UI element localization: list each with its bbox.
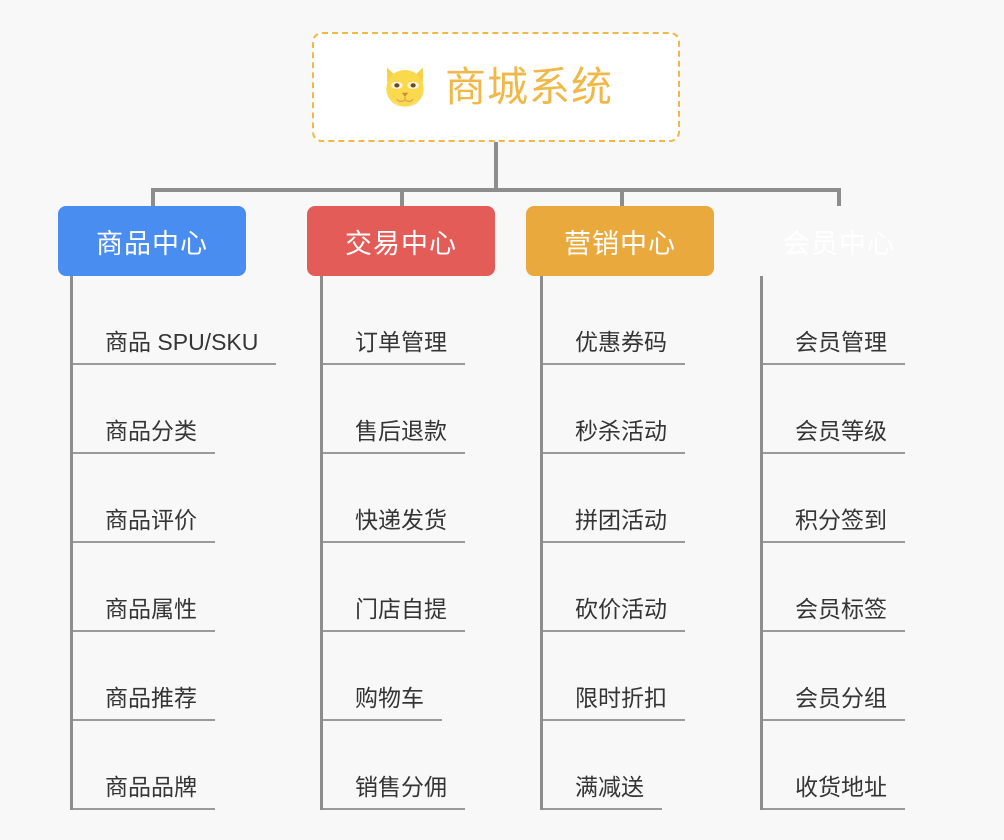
leaf-label: 优惠券码 (543, 329, 685, 365)
leaf-item[interactable]: 会员等级 (763, 365, 905, 454)
leaf-item[interactable]: 砍价活动 (543, 543, 685, 632)
category-box-4[interactable]: 会员中心 (745, 206, 933, 276)
leaf-item[interactable]: 商品分类 (73, 365, 276, 454)
leaf-item[interactable]: 商品品牌 (73, 721, 276, 810)
connector-horizontal-bus (151, 188, 839, 192)
leaf-item[interactable]: 订单管理 (323, 276, 465, 365)
leaf-label: 商品评价 (73, 507, 215, 543)
root-title: 商城系统 (445, 63, 613, 110)
branch-column-2: 订单管理 售后退款 快递发货 门店自提 购物车 销售分佣 (320, 276, 465, 810)
leaf-label: 收货地址 (763, 774, 905, 810)
leaf-label: 砍价活动 (543, 596, 685, 632)
leaf-item[interactable]: 购物车 (323, 632, 465, 721)
connector-drop-3 (620, 188, 624, 206)
leaf-item[interactable]: 门店自提 (323, 543, 465, 632)
leaf-item[interactable]: 商品 SPU/SKU (73, 276, 277, 365)
leaf-label: 会员管理 (763, 329, 905, 365)
shiba-dog-emoji (386, 67, 424, 109)
leaf-label: 会员分组 (763, 685, 905, 721)
branch-column-3: 优惠券码 秒杀活动 拼团活动 砍价活动 限时折扣 满减送 (540, 276, 685, 810)
category-box-2[interactable]: 交易中心 (307, 206, 495, 276)
leaf-item[interactable]: 限时折扣 (543, 632, 685, 721)
leaf-label: 商品属性 (73, 596, 215, 632)
leaf-item[interactable]: 售后退款 (323, 365, 465, 454)
leaf-label: 门店自提 (323, 596, 465, 632)
connector-drop-4 (837, 188, 841, 206)
branch-column-4: 会员管理 会员等级 积分签到 会员标签 会员分组 收货地址 (760, 276, 905, 810)
leaf-label: 会员标签 (763, 596, 905, 632)
leaf-item[interactable]: 秒杀活动 (543, 365, 685, 454)
leaf-item[interactable]: 满减送 (543, 721, 685, 810)
root-node[interactable]: 商城系统 (312, 32, 680, 142)
leaf-item[interactable]: 销售分佣 (323, 721, 465, 810)
leaf-label: 积分签到 (763, 507, 905, 543)
connector-root-stem (494, 142, 498, 190)
leaf-item[interactable]: 收货地址 (763, 721, 905, 810)
leaf-label: 会员等级 (763, 418, 905, 454)
leaf-label: 拼团活动 (543, 507, 685, 543)
leaf-item[interactable]: 快递发货 (323, 454, 465, 543)
leaf-item[interactable]: 会员分组 (763, 632, 905, 721)
branch-column-1: 商品 SPU/SKU 商品分类 商品评价 商品属性 商品推荐 商品品牌 (70, 276, 277, 810)
leaf-label: 商品分类 (73, 418, 215, 454)
leaf-label: 销售分佣 (323, 774, 465, 810)
leaf-item[interactable]: 拼团活动 (543, 454, 685, 543)
leaf-label: 售后退款 (323, 418, 465, 454)
leaf-item[interactable]: 优惠券码 (543, 276, 685, 365)
leaf-item[interactable]: 会员管理 (763, 276, 905, 365)
leaf-label: 购物车 (323, 685, 442, 721)
connector-drop-2 (400, 188, 404, 206)
category-label-3: 营销中心 (564, 228, 676, 259)
leaf-label: 限时折扣 (543, 685, 685, 721)
category-box-1[interactable]: 商品中心 (58, 206, 246, 276)
category-label-1: 商品中心 (96, 228, 208, 259)
leaf-item[interactable]: 商品属性 (73, 543, 276, 632)
leaf-item[interactable]: 积分签到 (763, 454, 905, 543)
connector-drop-1 (151, 188, 155, 206)
leaf-label: 商品品牌 (73, 774, 215, 810)
leaf-label: 秒杀活动 (543, 418, 685, 454)
leaf-item[interactable]: 会员标签 (763, 543, 905, 632)
leaf-label: 快递发货 (323, 507, 465, 543)
category-label-4: 会员中心 (783, 228, 895, 259)
leaf-item[interactable]: 商品评价 (73, 454, 276, 543)
leaf-label: 商品推荐 (73, 685, 215, 721)
leaf-label: 订单管理 (323, 329, 465, 365)
leaf-label: 满减送 (543, 774, 662, 810)
category-box-3[interactable]: 营销中心 (526, 206, 714, 276)
leaf-label: 商品 SPU/SKU (73, 329, 277, 365)
category-label-2: 交易中心 (345, 228, 457, 259)
leaf-item[interactable]: 商品推荐 (73, 632, 276, 721)
